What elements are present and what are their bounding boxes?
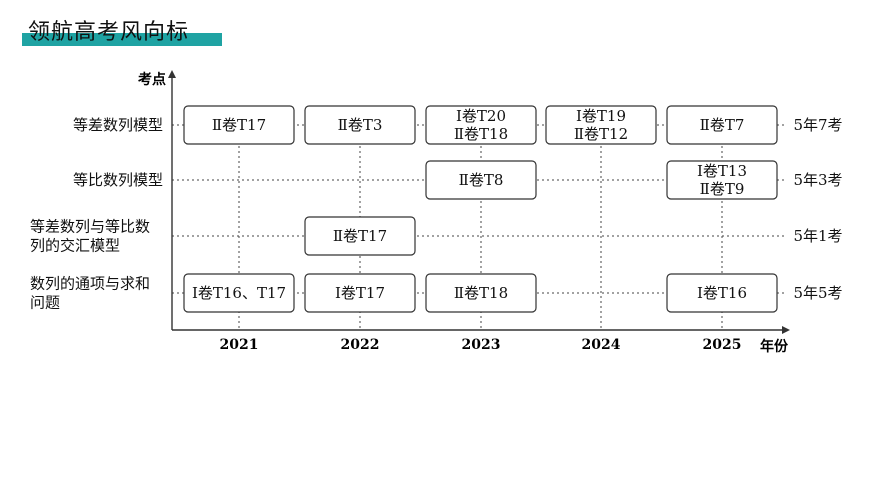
page-title: 领航高考风向标 [28,20,190,45]
topic-box-text: Ⅱ卷T17 [333,227,387,245]
year-label-2022: 2022 [341,337,380,353]
year-label-2024: 2024 [582,337,621,353]
topic-box-text: Ⅰ卷T16、T17 [192,284,286,302]
topic-box-text: Ⅰ卷T16 [697,284,747,302]
topic-box-text-1: Ⅰ卷T20 [456,107,506,125]
topic-box-2023-row-4: Ⅱ卷T18 [425,273,537,313]
topic-box-2025-row-4: Ⅰ卷T16 [666,273,778,313]
topic-box-text: Ⅱ卷T18 [454,284,508,302]
x-axis-label: 年份 [760,338,789,355]
row-label-2: 等比数列模型 [73,171,163,189]
topic-box-2022-row-3: Ⅱ卷T17 [304,216,416,256]
year-label-2023: 2023 [462,337,501,353]
topic-box-text: Ⅱ卷T7 [700,116,745,134]
topic-box-frame [545,105,657,145]
topic-box-frame [304,216,416,256]
topic-box-frame [425,105,537,145]
y-axis-arrow [168,70,176,78]
topic-box-frame [666,273,778,313]
topic-box-frame [183,273,295,313]
row-summary-3: 5年1考 [793,227,842,245]
topic-box-text-1: Ⅰ卷T13 [697,162,747,180]
row-label-3-line-1: 等差数列与等比数 [30,218,150,236]
topic-box-frame [666,105,778,145]
topic-box-2022-row-4: Ⅰ卷T17 [304,273,416,313]
topic-box-text: Ⅱ卷T3 [338,116,383,134]
year-label-2025: 2025 [703,337,742,353]
topic-box-2025-row-1: Ⅱ卷T7 [666,105,778,145]
topic-box-text-1: Ⅰ卷T19 [576,107,626,125]
row-label-1: 等差数列模型 [73,116,163,134]
topic-box-text-2: Ⅱ卷T18 [454,125,508,143]
topic-box-text: Ⅱ卷T17 [212,116,266,134]
year-label-2021: 2021 [220,337,259,353]
topic-box-frame [304,273,416,313]
topic-box-text-2: Ⅱ卷T12 [574,125,628,143]
title-banner [22,33,222,46]
y-axis-label: 考点 [138,71,166,88]
row-label-4-line-2: 问题 [30,294,60,312]
topic-box-text: Ⅰ卷T17 [335,284,385,302]
row-summary-2: 5年3考 [793,171,842,189]
topic-box-2022-row-1: Ⅱ卷T3 [304,105,416,145]
row-summary-1: 5年7考 [793,116,842,134]
topic-box-2021-row-1: Ⅱ卷T17 [183,105,295,145]
row-label-4-line-1: 数列的通项与求和 [30,275,150,293]
x-axis-arrow [782,326,790,334]
topic-box-frame [425,160,537,200]
topic-box-frame [183,105,295,145]
topic-box-frame [425,273,537,313]
topic-box-frame [304,105,416,145]
topic-box-text-2: Ⅱ卷T9 [700,180,745,198]
topic-box-2021-row-4: Ⅰ卷T16、T17 [183,273,295,313]
topic-box-text: Ⅱ卷T8 [459,171,504,189]
row-label-3-line-2: 列的交汇模型 [30,237,120,255]
topic-box-2023-row-2: Ⅱ卷T8 [425,160,537,200]
row-summary-4: 5年5考 [793,284,842,302]
topic-box-frame [666,160,778,200]
